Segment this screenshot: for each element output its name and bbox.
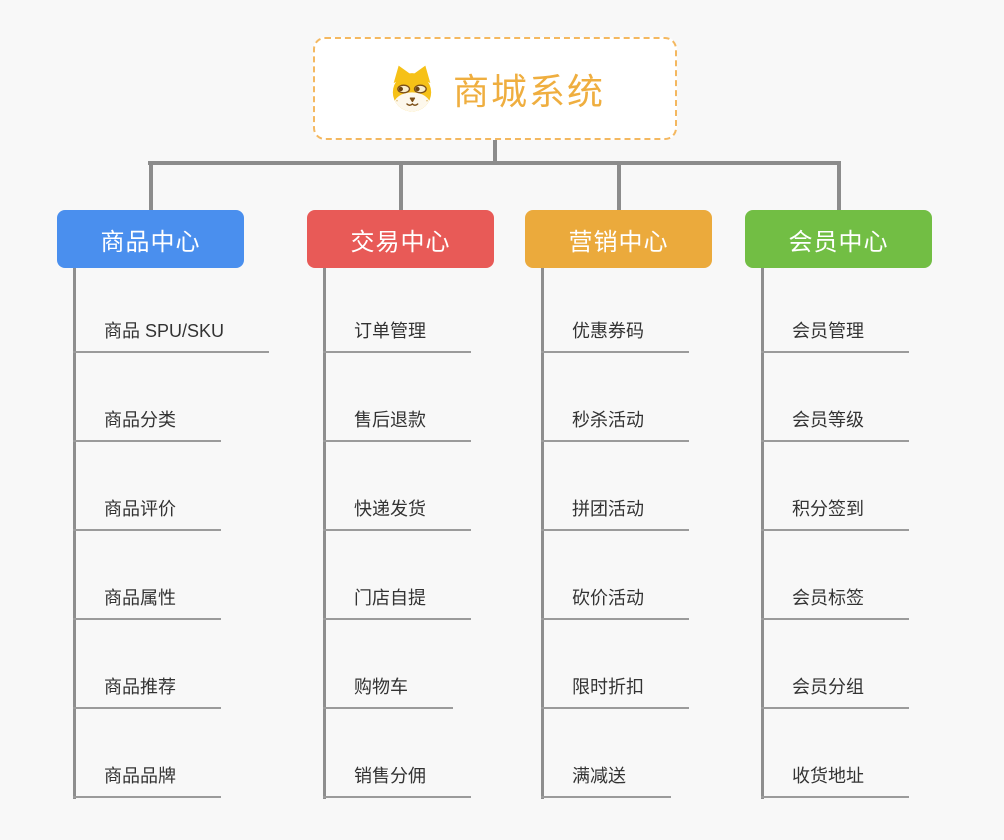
- leaf-item[interactable]: 优惠券码: [541, 307, 689, 353]
- leaf-item-label: 砍价活动: [572, 588, 644, 608]
- leaf-item-label: 商品属性: [104, 588, 176, 608]
- connector-root-stem: [493, 140, 497, 165]
- branch-header[interactable]: 会员中心: [745, 210, 932, 268]
- leaf-item-label: 订单管理: [354, 321, 426, 341]
- leaf-item-label: 售后退款: [354, 410, 426, 430]
- connector-drop: [148, 161, 153, 210]
- connector-trunk: [73, 268, 76, 799]
- leaf-item[interactable]: 拼团活动: [541, 485, 689, 531]
- branch-1: 交易中心订单管理售后退款快递发货门店自提购物车销售分佣: [307, 161, 494, 840]
- leaf-item[interactable]: 门店自提: [323, 574, 471, 620]
- connector-trunk: [541, 268, 544, 799]
- leaf-item[interactable]: 商品 SPU/SKU: [73, 307, 270, 353]
- leaf-item[interactable]: 商品推荐: [73, 663, 221, 709]
- leaf-item-label: 销售分佣: [354, 766, 426, 786]
- leaf-item-label: 会员管理: [792, 321, 864, 341]
- leaf-item[interactable]: 会员标签: [761, 574, 909, 620]
- leaf-item[interactable]: 商品品牌: [73, 752, 221, 798]
- leaf-item-label: 收货地址: [792, 766, 864, 786]
- leaf-item-label: 商品评价: [104, 499, 176, 519]
- leaf-item[interactable]: 会员分组: [761, 663, 909, 709]
- leaf-item[interactable]: 订单管理: [323, 307, 471, 353]
- leaf-item[interactable]: 会员等级: [761, 396, 909, 442]
- leaf-item-label: 会员等级: [792, 410, 864, 430]
- connector-drop: [836, 161, 841, 210]
- leaf-item-label: 快递发货: [354, 499, 426, 519]
- leaf-item[interactable]: 商品评价: [73, 485, 221, 531]
- leaf-item[interactable]: 售后退款: [323, 396, 471, 442]
- leaf-item[interactable]: 商品分类: [73, 396, 221, 442]
- branch-header[interactable]: 商品中心: [57, 210, 244, 268]
- connector-horizontal-bar: [148, 161, 840, 165]
- leaf-item[interactable]: 积分签到: [761, 485, 909, 531]
- leaf-item-label: 限时折扣: [572, 677, 644, 697]
- connector-drop: [398, 161, 403, 210]
- leaf-item-label: 购物车: [354, 677, 408, 697]
- leaf-item-label: 拼团活动: [572, 499, 644, 519]
- leaf-item-label: 商品推荐: [104, 677, 176, 697]
- leaf-item[interactable]: 商品属性: [73, 574, 221, 620]
- leaf-item[interactable]: 收货地址: [761, 752, 909, 798]
- leaf-item[interactable]: 满减送: [541, 752, 671, 798]
- branch-header[interactable]: 营销中心: [525, 210, 712, 268]
- leaf-item-label: 优惠券码: [572, 321, 644, 341]
- branch-2: 营销中心优惠券码秒杀活动拼团活动砍价活动限时折扣满减送: [525, 161, 712, 840]
- leaf-item-label: 商品 SPU/SKU: [104, 321, 225, 341]
- leaf-item-label: 商品分类: [104, 410, 176, 430]
- leaf-item-label: 满减送: [572, 766, 626, 786]
- leaf-item-label: 门店自提: [354, 588, 426, 608]
- branch-header[interactable]: 交易中心: [307, 210, 494, 268]
- leaf-item[interactable]: 砍价活动: [541, 574, 689, 620]
- root-node[interactable]: 商城系统: [313, 37, 677, 140]
- leaf-item[interactable]: 购物车: [323, 663, 453, 709]
- connector-trunk: [761, 268, 764, 799]
- leaf-item[interactable]: 会员管理: [761, 307, 909, 353]
- leaf-item[interactable]: 销售分佣: [323, 752, 471, 798]
- leaf-item-label: 会员标签: [792, 588, 864, 608]
- leaf-item[interactable]: 快递发货: [323, 485, 471, 531]
- leaf-item-label: 积分签到: [792, 499, 864, 519]
- leaf-item[interactable]: 限时折扣: [541, 663, 689, 709]
- leaf-item-label: 会员分组: [792, 677, 864, 697]
- leaf-item-label: 秒杀活动: [572, 410, 644, 430]
- branch-3: 会员中心会员管理会员等级积分签到会员标签会员分组收货地址: [745, 161, 932, 840]
- branch-0: 商品中心商品 SPU/SKU 商品分类商品评价商品属性商品推荐商品品牌: [57, 161, 270, 840]
- shiba-dog-icon: [385, 64, 439, 114]
- root-title: 商城系统: [452, 70, 605, 112]
- connector-trunk: [323, 268, 326, 799]
- leaf-item-label: 商品品牌: [104, 766, 176, 786]
- leaf-item[interactable]: 秒杀活动: [541, 396, 689, 442]
- connector-drop: [616, 161, 621, 210]
